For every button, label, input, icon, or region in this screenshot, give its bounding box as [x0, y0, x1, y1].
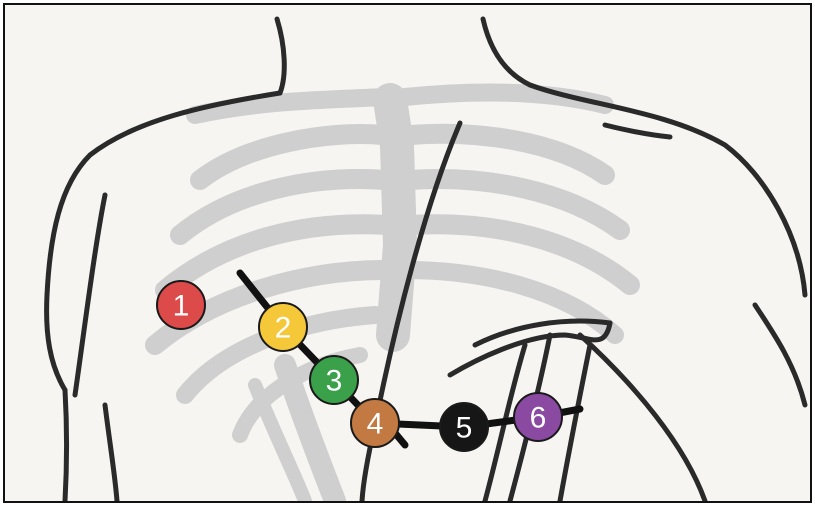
right-shoulder-fold	[605, 125, 670, 137]
electrode-number: 3	[326, 365, 343, 398]
electrode-4: 4	[351, 399, 399, 447]
left-torso-edge	[65, 390, 67, 501]
torso-line	[560, 345, 590, 501]
electrode-number: 1	[173, 290, 190, 323]
rib	[410, 134, 605, 175]
electrode-number: 6	[530, 402, 547, 435]
electrode-2: 2	[259, 303, 307, 351]
chest-diagram: 1 2 34 5 6	[5, 5, 810, 501]
left-arm-outer	[47, 295, 65, 390]
electrode-5: 5	[440, 403, 488, 451]
electrode-number: 2	[275, 312, 292, 345]
rib	[405, 270, 615, 335]
right-shoulder	[530, 85, 805, 295]
electrode-1: 1	[157, 281, 205, 329]
left-clavicle	[195, 97, 385, 115]
neck-right	[483, 19, 530, 85]
neck-left	[277, 19, 284, 93]
electrode-number: 4	[367, 408, 384, 441]
right-arm	[755, 305, 805, 405]
left-chest-edge	[105, 405, 117, 501]
right-armpit	[580, 335, 705, 501]
electrode-3: 3	[310, 356, 358, 404]
electrode-6: 6	[514, 393, 562, 441]
electrode-number: 5	[456, 412, 473, 445]
left-arm-inner	[75, 195, 105, 395]
